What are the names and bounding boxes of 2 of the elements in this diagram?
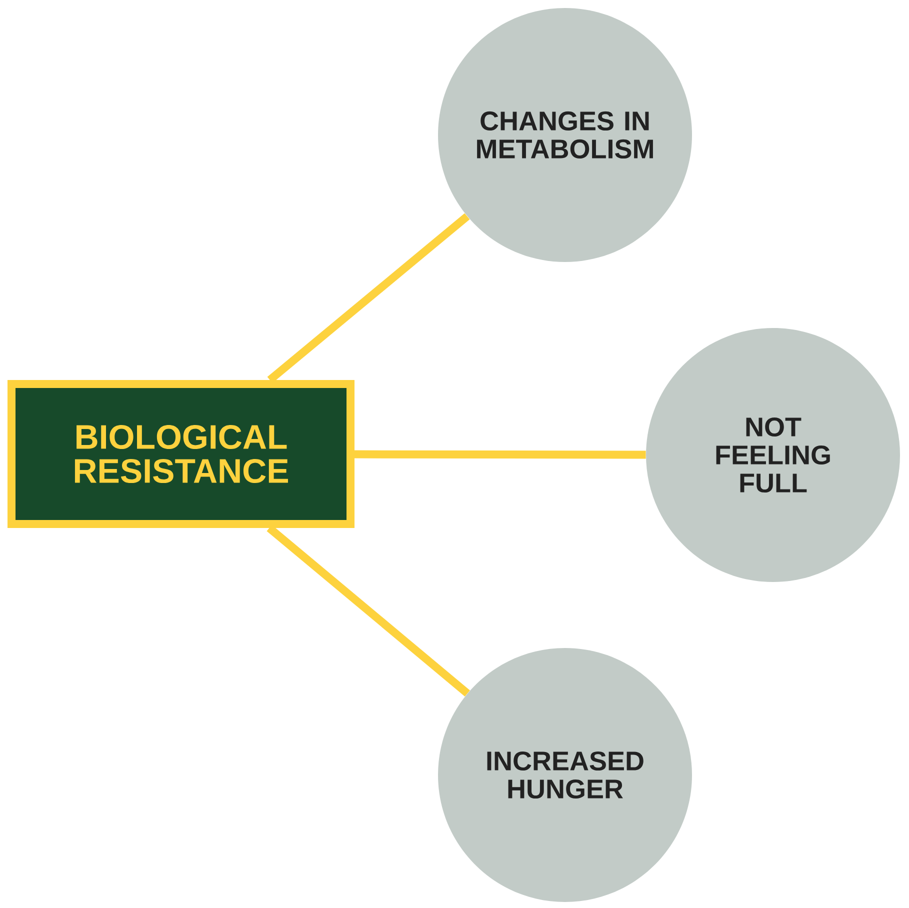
title-box: BIOLOGICAL RESISTANCE <box>8 380 354 528</box>
connector-line <box>354 450 646 459</box>
